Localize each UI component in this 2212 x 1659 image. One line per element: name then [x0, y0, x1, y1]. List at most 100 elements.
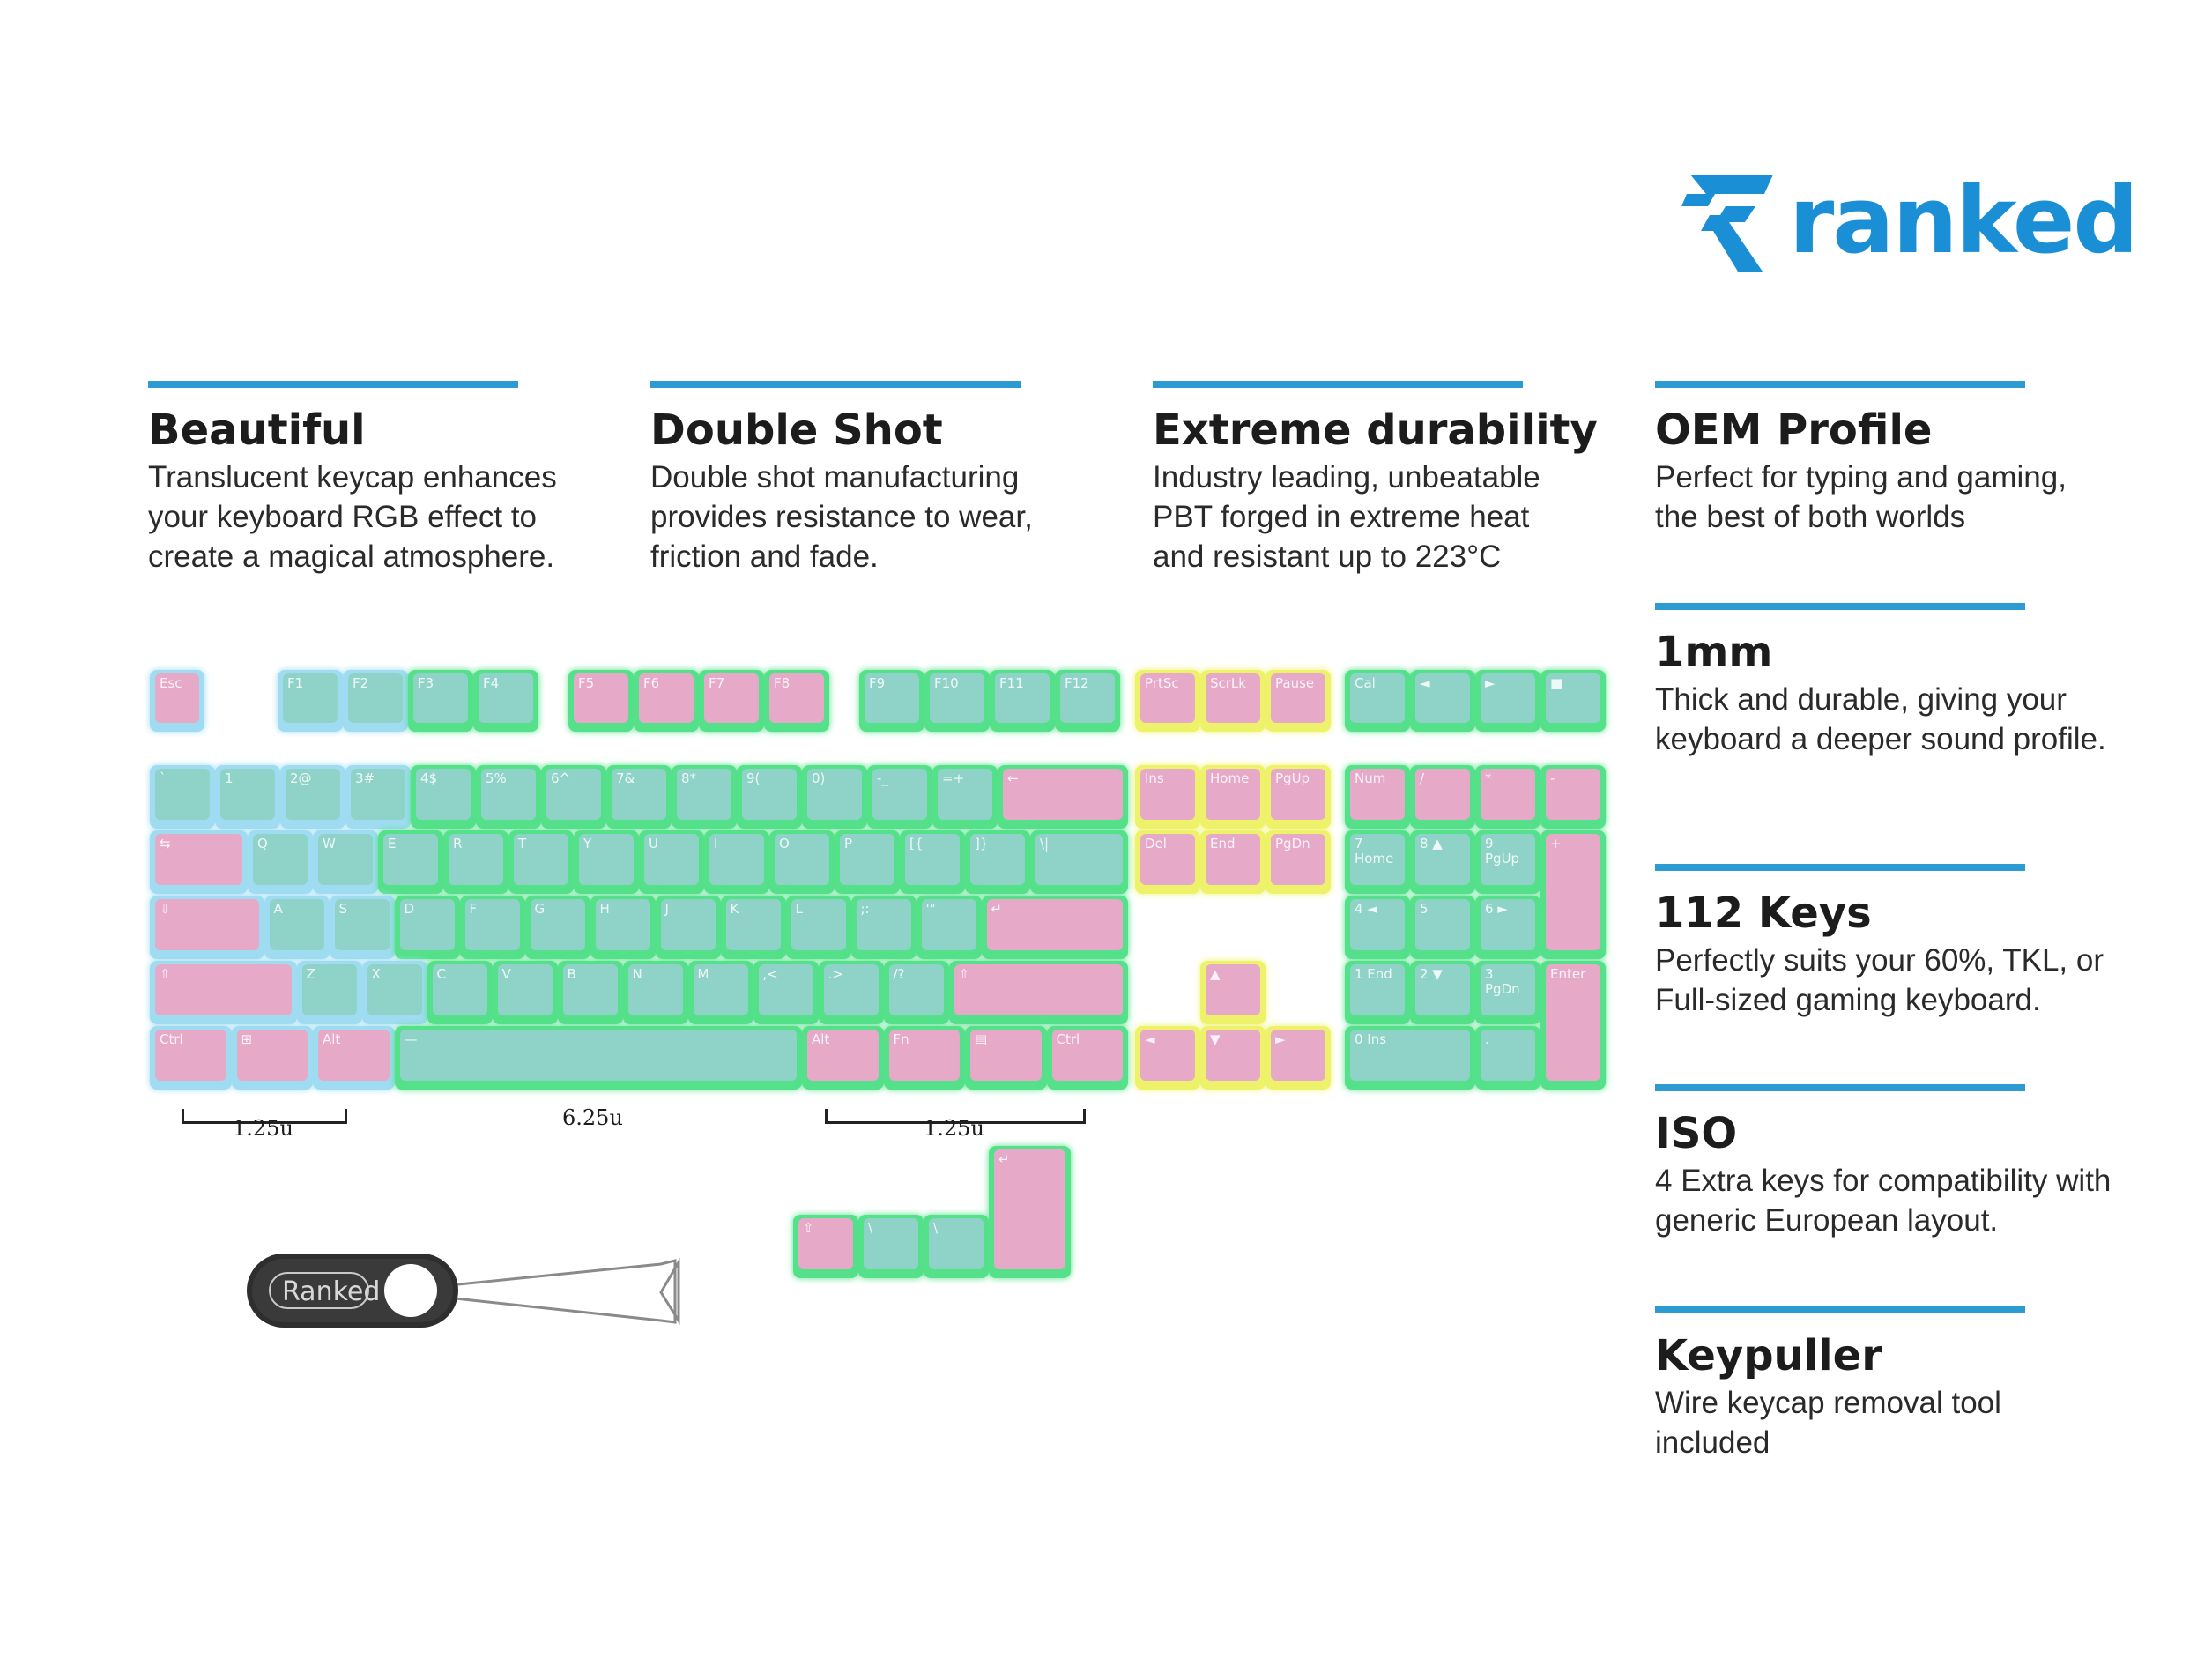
- keycap: Alt: [802, 1026, 884, 1090]
- keycap: F8: [764, 670, 829, 732]
- feature-title: Extreme durability: [1153, 405, 1598, 455]
- keycap-legend: F11: [995, 673, 1050, 723]
- keycap: Ctrl: [150, 1026, 232, 1090]
- keycap: 8*: [672, 765, 737, 829]
- feature-title: ISO: [1655, 1109, 1738, 1158]
- keycap: ]}: [965, 830, 1030, 894]
- keycap-legend: End: [1206, 834, 1260, 885]
- feature-divider: [1655, 381, 2025, 388]
- keycap: ↵: [981, 896, 1128, 959]
- feature-oem-profile: OEM Profile Perfect for typing and gamin…: [1655, 381, 2149, 537]
- keycap-legend: D: [399, 899, 455, 950]
- keycap-legend: Ctrl: [1051, 1030, 1123, 1081]
- keycap: Y: [574, 830, 639, 894]
- keycap-legend: F4: [479, 673, 533, 723]
- keycap: 3 PgDn: [1475, 961, 1540, 1024]
- keycap-legend: PgUp: [1271, 769, 1325, 820]
- brand-logo: ranked: [1674, 167, 2139, 274]
- keycap-legend: PgDn: [1271, 834, 1325, 885]
- keycap-legend: X: [367, 964, 422, 1015]
- keycap: 1: [215, 765, 280, 829]
- keycap-legend: ⇩: [155, 899, 259, 950]
- keycap: ↵: [989, 1146, 1071, 1278]
- keycap: ◄: [1410, 670, 1475, 732]
- keycap: ←: [998, 765, 1128, 829]
- keycap-legend: ▲: [1206, 964, 1260, 1015]
- keycap-legend: /?: [888, 964, 944, 1015]
- keycap-legend: +: [1546, 834, 1600, 950]
- keycap: \: [858, 1215, 924, 1278]
- feature-keypuller: Keypuller Wire keycap removal tool inclu…: [1655, 1306, 2149, 1462]
- keycap-legend: 7&: [612, 769, 666, 820]
- keycap: I: [704, 830, 769, 894]
- keycap-legend: 9 PgUp: [1481, 834, 1535, 885]
- keycap: Esc: [150, 670, 204, 732]
- keycap: P: [835, 830, 900, 894]
- keycap-legend: ⊞: [236, 1030, 308, 1081]
- keycap-legend: -: [1546, 769, 1600, 820]
- feature-extreme-durability: Extreme durability Industry leading, unb…: [1153, 381, 1646, 577]
- keycap: Home: [1200, 765, 1266, 829]
- keycap-legend: K: [725, 899, 781, 950]
- feature-divider: [1655, 1084, 2025, 1091]
- dimension-bracket-right: [825, 1109, 1086, 1124]
- keycap: Cal: [1345, 670, 1410, 732]
- keycap-legend: .>: [823, 964, 879, 1015]
- keycap-legend: U: [644, 834, 699, 885]
- keycap-legend: ↵: [986, 899, 1123, 950]
- keycap-legend: Alt: [318, 1030, 390, 1081]
- keycap: Alt: [313, 1026, 395, 1090]
- keycap: F3: [408, 670, 473, 732]
- keycap: /?: [883, 961, 949, 1024]
- keycap: —: [394, 1026, 802, 1090]
- keycap: *: [1475, 765, 1540, 829]
- keycap: 9(: [737, 765, 802, 829]
- keycap-legend: Y: [579, 834, 634, 885]
- keycap: [{: [900, 830, 965, 894]
- keycap: H: [590, 896, 656, 959]
- feature-divider: [1655, 864, 2025, 871]
- keycap: ►: [1475, 670, 1540, 732]
- keycap-legend: F2: [348, 673, 403, 723]
- keycap-legend: 0): [807, 769, 862, 820]
- keycap: Ins: [1135, 765, 1200, 829]
- keycap: ⇩: [150, 896, 264, 959]
- keycap: PgUp: [1266, 765, 1331, 829]
- keycap-legend: ⇧: [798, 1218, 853, 1269]
- keycap: Fn: [883, 1026, 965, 1090]
- keycap-legend: B: [562, 964, 618, 1015]
- brand-name: ranked: [1789, 167, 2139, 274]
- feature-text: Translucent keycap enhances your keyboar…: [148, 459, 557, 574]
- keycap-legend: 1: [220, 769, 275, 820]
- keycap: ▲: [1200, 961, 1266, 1024]
- keycap-legend: M: [693, 964, 748, 1015]
- keycap-legend: O: [775, 834, 829, 885]
- keycap-legend: 8 ▲: [1415, 834, 1470, 885]
- keycap: ⇧: [150, 961, 297, 1024]
- keycap-legend: Ctrl: [155, 1030, 226, 1081]
- keycap: /: [1410, 765, 1475, 829]
- keycap: `: [150, 765, 215, 829]
- keycap-legend: Home: [1206, 769, 1260, 820]
- keycap-legend: Q: [253, 834, 308, 885]
- keycap-legend: Del: [1140, 834, 1195, 885]
- feature-text: Wire keycap removal tool included: [1655, 1385, 2001, 1460]
- keycap-legend: 7 Home: [1350, 834, 1405, 885]
- keycap-legend: Ins: [1140, 769, 1195, 820]
- keycap-legend: C: [432, 964, 487, 1015]
- keycap-legend: 9(: [742, 769, 797, 820]
- keycap: .: [1475, 1026, 1540, 1090]
- keycap-legend: PrtSc: [1140, 673, 1195, 723]
- keycap: W: [313, 830, 378, 894]
- keycap: F5: [568, 670, 634, 732]
- keycap-legend: ScrLk: [1206, 673, 1260, 723]
- keycap: D: [394, 896, 460, 959]
- keycap-legend: ◄: [1415, 673, 1470, 723]
- keycap-legend: A: [269, 899, 324, 950]
- keycap-legend: T: [514, 834, 568, 885]
- keycap: Q: [248, 830, 313, 894]
- keycap-legend: N: [627, 964, 683, 1015]
- keycap: Num: [1345, 765, 1410, 829]
- feature-title: OEM Profile: [1655, 405, 1933, 455]
- keycap: B: [557, 961, 623, 1024]
